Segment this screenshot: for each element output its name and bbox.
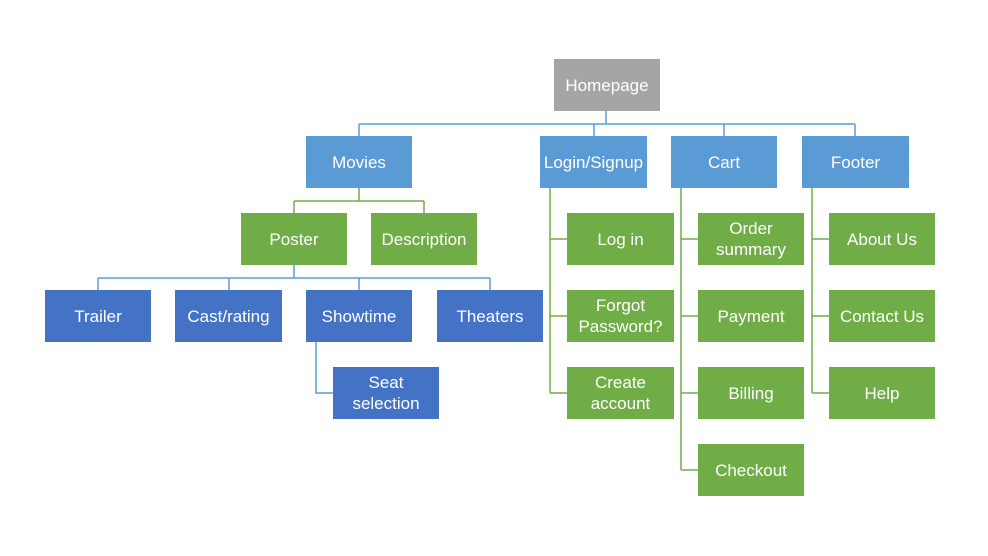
node-movies-label: Movies — [332, 152, 386, 172]
connector-showtime-seat — [315, 342, 333, 394]
node-forgot-password: Forgot Password? — [567, 290, 674, 342]
node-about-us-label: About Us — [847, 229, 917, 249]
node-footer: Footer — [802, 136, 909, 188]
node-poster-label: Poster — [269, 229, 319, 249]
node-create-account-label: Create account — [590, 373, 651, 413]
node-cast-rating-label: Cast/rating — [187, 306, 270, 326]
node-trailer: Trailer — [45, 290, 151, 342]
node-billing: Billing — [698, 367, 804, 419]
node-cart: Cart — [671, 136, 777, 188]
node-cast-rating: Cast/rating — [175, 290, 282, 342]
node-seat-selection: Seat selection — [333, 367, 439, 419]
node-trailer-label: Trailer — [74, 306, 122, 326]
node-payment-label: Payment — [717, 306, 785, 326]
node-help: Help — [829, 367, 935, 419]
node-help-label: Help — [864, 383, 900, 403]
node-log-in: Log in — [567, 213, 674, 265]
node-homepage: Homepage — [554, 59, 660, 111]
node-billing-label: Billing — [728, 383, 774, 403]
node-about-us: About Us — [829, 213, 935, 265]
node-payment: Payment — [698, 290, 804, 342]
node-checkout: Checkout — [698, 444, 804, 496]
node-homepage-label: Homepage — [565, 75, 649, 95]
node-checkout-label: Checkout — [715, 460, 787, 480]
node-order-summary: Order summary — [698, 213, 804, 265]
node-login-signup: Login/Signup — [540, 136, 647, 188]
node-showtime-label: Showtime — [321, 306, 397, 326]
node-poster: Poster — [241, 213, 347, 265]
node-description: Description — [371, 213, 477, 265]
node-theaters: Theaters — [437, 290, 543, 342]
node-showtime: Showtime — [306, 290, 412, 342]
node-description-label: Description — [381, 229, 467, 249]
node-footer-label: Footer — [830, 152, 881, 172]
node-theaters-label: Theaters — [456, 306, 524, 326]
node-create-account: Create account — [567, 367, 674, 419]
node-cart-label: Cart — [707, 152, 741, 172]
node-contact-us-label: Contact Us — [839, 306, 925, 326]
node-seat-selection-label: Seat selection — [352, 373, 420, 413]
node-contact-us: Contact Us — [829, 290, 935, 342]
node-order-summary-label: Order summary — [716, 219, 786, 259]
node-login-signup-label: Login/Signup — [543, 152, 644, 172]
node-forgot-password-label: Forgot Password? — [578, 296, 663, 336]
node-movies: Movies — [306, 136, 412, 188]
node-log-in-label: Log in — [597, 229, 644, 249]
